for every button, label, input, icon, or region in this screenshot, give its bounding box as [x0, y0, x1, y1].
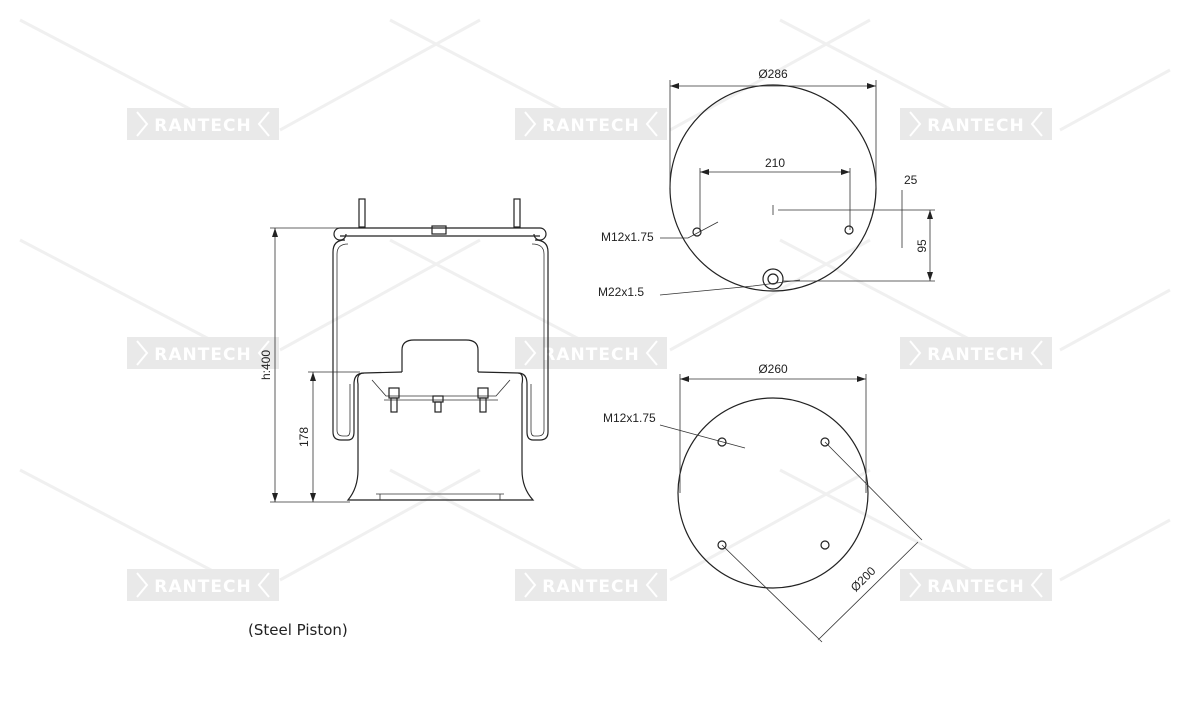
top-plate-pin [431, 225, 447, 235]
air-port-inner [767, 273, 779, 285]
leader-lines [659, 221, 801, 296]
stud [513, 198, 521, 228]
watermark-badges: RANTECH RANTECH RANTECH RANTECH RANTECH … [127, 108, 1052, 601]
bolt-hole [820, 437, 830, 447]
watermark-logo: RANTECH [127, 108, 279, 140]
svg-text:RANTECH: RANTECH [154, 345, 251, 365]
stud-spacing-dimension: 210 [765, 156, 785, 170]
bolt-hole [717, 437, 727, 447]
caption: (Steel Piston) [248, 621, 348, 639]
svg-text:RANTECH: RANTECH [542, 116, 639, 136]
dimension-lines [659, 374, 923, 643]
bolt-nut [477, 387, 489, 399]
base-diameter-dimension: Ø260 [758, 362, 788, 376]
bolt-nut [388, 387, 400, 399]
top-plate [333, 227, 547, 241]
bolt-hole [717, 540, 727, 550]
port-thread-label: M22x1.5 [598, 285, 644, 299]
bolt-thread-label: M12x1.75 [603, 411, 656, 425]
bolt-hole [820, 540, 830, 550]
svg-text:RANTECH: RANTECH [542, 577, 639, 597]
piston-cap [401, 339, 479, 372]
watermark-diagonals [19, 18, 1171, 582]
air-port [762, 268, 784, 290]
bolt [434, 401, 442, 413]
watermark-logo: RANTECH [515, 569, 667, 601]
top-plate-outline [669, 84, 877, 292]
watermark-logo: RANTECH [515, 337, 667, 369]
side-view: h:400 178 (Steel Piston) [248, 198, 549, 639]
bolt [390, 397, 398, 413]
stud-thread-label: M12x1.75 [601, 230, 654, 244]
watermark-logo: RANTECH [127, 569, 279, 601]
bellows-inner [336, 243, 545, 437]
piston-height-dimension: 178 [297, 427, 311, 447]
stud-hole [692, 227, 702, 237]
watermark-logo: RANTECH [900, 569, 1052, 601]
bolt-nut [432, 395, 444, 403]
watermark-logo: RANTECH [515, 108, 667, 140]
bolt-circle-dimension: Ø200 [848, 564, 879, 595]
stud [358, 198, 366, 228]
watermark-logo: RANTECH [900, 337, 1052, 369]
dimension-lines [270, 227, 360, 503]
svg-text:RANTECH: RANTECH [927, 345, 1024, 365]
offset-dimension: 25 [904, 173, 918, 187]
stud-hole [844, 225, 854, 235]
svg-text:RANTECH: RANTECH [927, 116, 1024, 136]
svg-text:RANTECH: RANTECH [154, 116, 251, 136]
height-dimension: h:400 [259, 350, 273, 380]
svg-text:RANTECH: RANTECH [927, 577, 1024, 597]
diameter-dimension: Ø286 [758, 67, 788, 81]
watermark-logo: RANTECH [127, 337, 279, 369]
piston [346, 371, 535, 501]
watermark-logo: RANTECH [900, 108, 1052, 140]
bellows [332, 239, 549, 441]
top-view: Ø286 210 25 95 M12x1.75 M22x1.5 [598, 67, 935, 299]
dimension-lines [669, 80, 935, 282]
svg-text:RANTECH: RANTECH [154, 577, 251, 597]
bolt [479, 397, 487, 413]
svg-text:RANTECH: RANTECH [542, 345, 639, 365]
piston-base-outline [677, 397, 869, 589]
port-offset-dimension: 95 [915, 239, 929, 253]
